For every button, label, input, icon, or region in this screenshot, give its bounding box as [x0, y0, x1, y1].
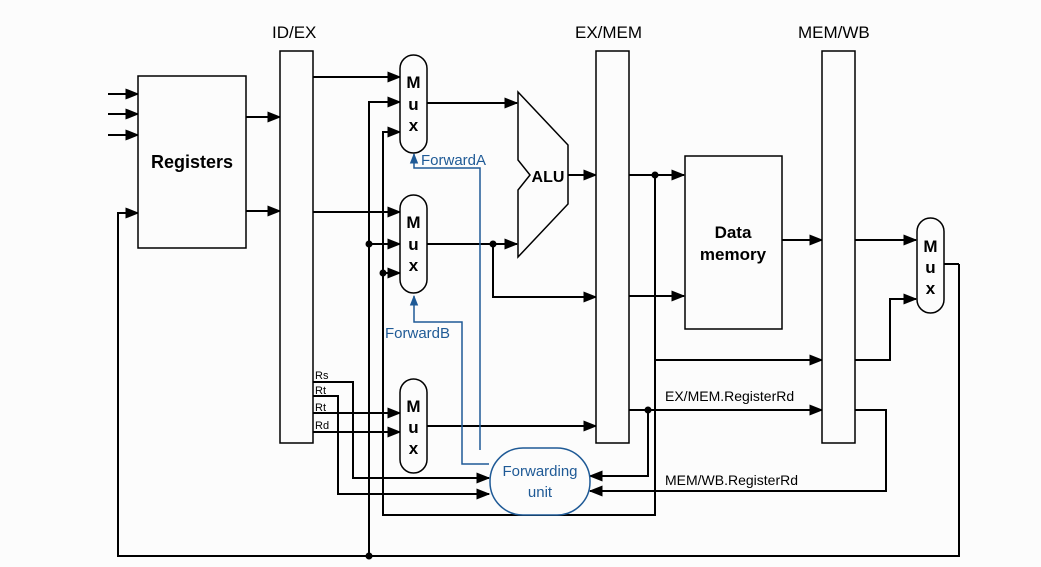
mux-wb-letter-x: x	[926, 279, 936, 298]
forward-b-label: ForwardB	[385, 325, 450, 342]
junction-dot	[365, 240, 373, 248]
rs-label: Rs	[315, 370, 329, 382]
mux-a-body	[399, 54, 428, 154]
alu-block	[517, 90, 569, 259]
mux-b-letter-u: u	[408, 235, 418, 254]
mux-wb-body	[916, 217, 945, 314]
wires	[108, 71, 960, 557]
forwarding-unit-label-line1: Forwarding	[502, 463, 577, 480]
writeback-wire	[117, 207, 960, 557]
mux-rd-body	[399, 378, 428, 474]
id-ex-register	[279, 50, 314, 444]
junction-dot	[365, 552, 373, 560]
control-wires	[409, 152, 489, 465]
junction-dot	[651, 171, 659, 179]
muxb-to-exmem-wire	[492, 244, 598, 303]
mem-wb-register	[821, 50, 856, 444]
junction-dots	[365, 171, 659, 560]
forward-b-wire	[409, 294, 489, 465]
mux-rd-letter-u: u	[408, 418, 418, 437]
forwarding-unit-label-line2: unit	[528, 484, 553, 501]
mux-wb-letter-m: M	[923, 237, 937, 256]
mux-b-letter-m: M	[406, 213, 420, 232]
data-memory-label-line1: Data	[715, 223, 752, 242]
data-memory-label-line2: memory	[700, 245, 767, 264]
ex-mem-register-rd-label: EX/MEM.RegisterRd	[665, 388, 794, 404]
memwb-to-wbmux-2-wire	[855, 293, 918, 361]
junction-dot	[644, 406, 652, 414]
mux-rd-letter-x: x	[409, 439, 419, 458]
exmem-rd-to-fu-wire	[588, 410, 649, 482]
forwarding-unit-block	[489, 447, 591, 516]
mux-writeback: M u x	[916, 217, 945, 314]
alu-label: ALU	[532, 169, 565, 186]
rs-to-fu-wire	[313, 381, 491, 484]
registers-label: Registers	[151, 152, 233, 172]
mux-a-letter-x: x	[409, 116, 419, 135]
mux-a-letter-m: M	[406, 73, 420, 92]
mux-forward-b: M u x	[399, 194, 428, 294]
rt-label-1: Rt	[315, 385, 326, 397]
mem-wb-label: MEM/WB	[798, 23, 870, 42]
junction-dot	[379, 269, 387, 277]
memwb-rd-to-fu-wire	[588, 409, 887, 497]
id-ex-label: ID/EX	[272, 23, 316, 42]
mux-reg-dst: M u x	[399, 378, 428, 474]
forward-a-wire	[409, 152, 481, 450]
mem-wb-register-rd-label: MEM/WB.RegisterRd	[665, 472, 798, 488]
ex-mem-label: EX/MEM	[575, 23, 642, 42]
mux-forward-a: M u x	[399, 54, 428, 154]
ex-mem-register	[595, 50, 630, 444]
data-memory-block	[684, 155, 783, 330]
mem-forward-to-muxa-wire	[382, 126, 656, 516]
rd-label: Rd	[315, 420, 329, 432]
junction-dot	[489, 240, 497, 248]
forward-a-label: ForwardA	[421, 152, 486, 169]
rt-to-fu-wire	[313, 395, 491, 500]
rt-label-2: Rt	[315, 402, 326, 414]
mux-a-letter-u: u	[408, 95, 418, 114]
mux-rd-letter-m: M	[406, 397, 420, 416]
mux-wb-letter-u: u	[925, 258, 935, 277]
mux-b-letter-x: x	[409, 256, 419, 275]
mux-b-body	[399, 194, 428, 294]
wb-forward-to-muxa-wire	[368, 96, 402, 556]
registers-block	[137, 75, 247, 249]
